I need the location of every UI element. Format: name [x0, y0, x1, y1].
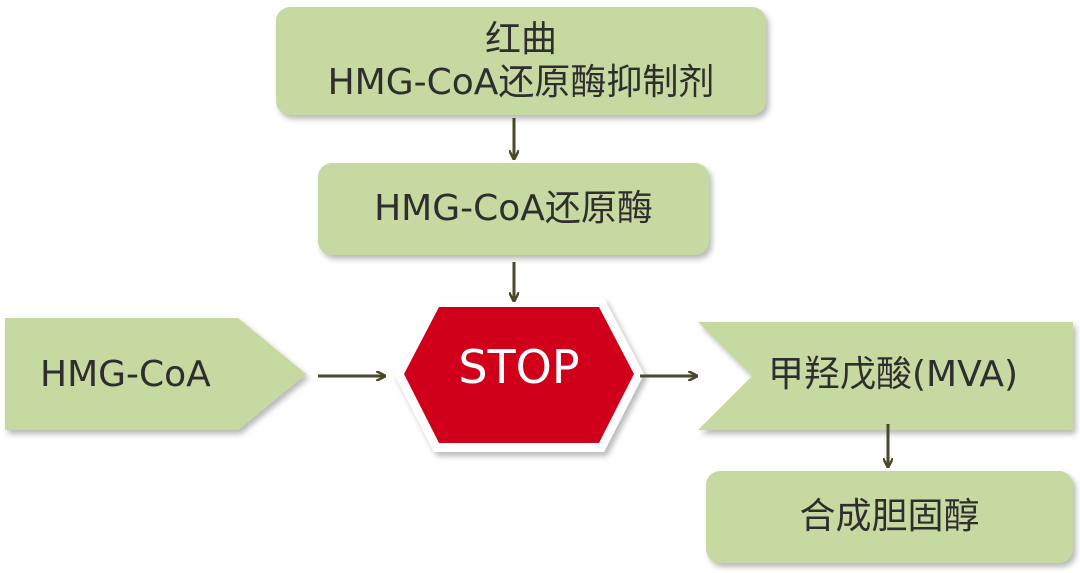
inhibitor-box: 红曲 HMG-CoA还原酶抑制剂 [276, 7, 766, 115]
stop-sign-shape [404, 307, 634, 443]
stop-label: STOP [458, 340, 580, 394]
substrate-shape [5, 318, 306, 430]
inhibitor-line-1: 红曲 [484, 18, 557, 60]
substrate-label: HMG-CoA [40, 354, 211, 395]
product-box: 合成胆固醇 [706, 471, 1073, 563]
inhibitor-line-2: HMG-CoA还原酶抑制剂 [327, 62, 715, 103]
enzyme-label: HMG-CoA还原酶 [374, 188, 653, 230]
intermediate-shape [698, 322, 1073, 430]
product-label: 合成胆固醇 [799, 496, 980, 538]
enzyme-box: HMG-CoA还原酶 [318, 163, 709, 255]
intermediate-label: 甲羟戊酸(MVA) [768, 354, 1019, 395]
